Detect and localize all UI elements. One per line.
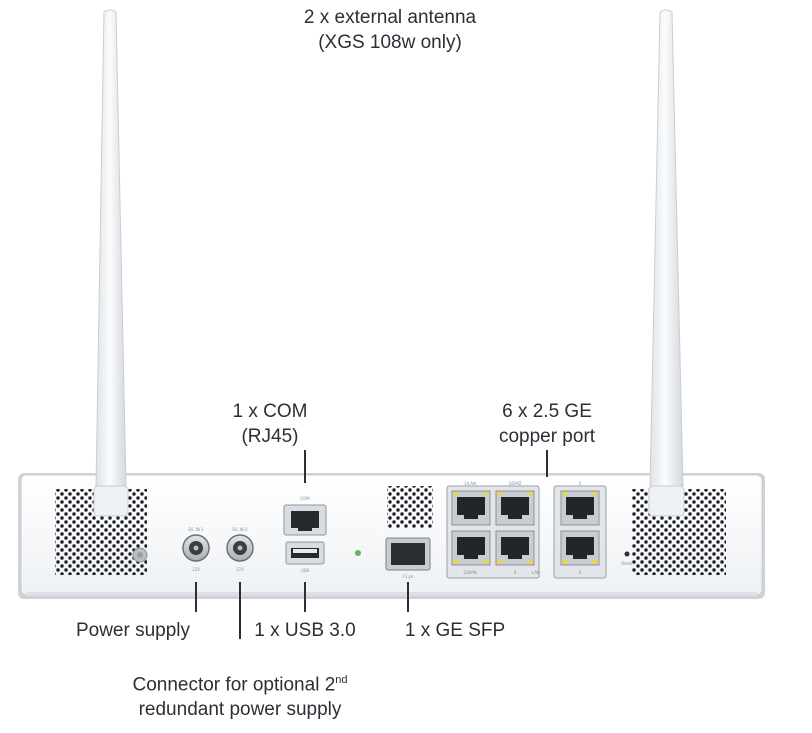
svg-text:2/WAN: 2/WAN <box>463 570 476 575</box>
ground-screw-icon <box>132 547 148 563</box>
svg-text:4: 4 <box>514 570 517 575</box>
svg-text:USB: USB <box>301 568 309 573</box>
svg-text:6: 6 <box>579 570 582 575</box>
copper-port-block-left: 1/LAN 3/DMZ 2/WAN 4 LAN <box>446 481 540 579</box>
svg-text:1/LAN: 1/LAN <box>464 481 476 486</box>
svg-text:5: 5 <box>579 481 582 486</box>
status-led <box>355 550 361 556</box>
antenna-right <box>648 9 685 517</box>
com-callout-line1: 1 x COM <box>232 401 308 422</box>
power-supply-leader-line <box>195 582 197 612</box>
copper-port-4 <box>451 530 491 566</box>
redundant-power-callout-line1: Connector for optional 2nd <box>100 668 380 697</box>
com-callout: 1 x COM (RJ45) <box>200 399 340 449</box>
dc-in-2-connector: DC IN 2 12V <box>226 527 254 572</box>
svg-text:F1 pn: F1 pn <box>402 574 414 579</box>
svg-text:3/DMZ: 3/DMZ <box>508 481 521 486</box>
usb-callout: 1 x USB 3.0 <box>254 620 356 641</box>
svg-text:12V: 12V <box>192 567 200 572</box>
antenna-callout: 2 x external antenna (XGS 108w only) <box>240 5 540 55</box>
redundant-power-leader-line <box>239 582 241 639</box>
copper-port-callout: 6 x 2.5 GE copper port <box>467 399 627 449</box>
usb-leader-line <box>304 582 306 612</box>
svg-text:DC IN 2: DC IN 2 <box>232 527 248 532</box>
antenna-left <box>93 9 129 517</box>
redundant-power-callout-line2: redundant power supply <box>138 699 342 721</box>
sfp-leader-line <box>407 582 409 612</box>
com-leader-line <box>304 450 306 483</box>
copper-port-1 <box>451 490 491 526</box>
svg-text:12V: 12V <box>236 567 244 572</box>
copper-port-5 <box>495 530 535 566</box>
copper-port-callout-line1: 6 x 2.5 GE <box>502 401 592 422</box>
com-port: COM <box>283 496 327 536</box>
antenna-callout-line2: (XGS 108w only) <box>318 32 462 53</box>
copper-port-callout-line2: copper port <box>498 426 596 447</box>
redundant-power-callout: Connector for optional 2nd redundant pow… <box>100 668 380 722</box>
copper-port-2 <box>495 490 535 526</box>
sfp-port: F1 pn <box>385 537 431 579</box>
sfp-callout: 1 x GE SFP <box>404 620 506 641</box>
svg-text:COM: COM <box>300 496 310 501</box>
com-callout-line2: (RJ45) <box>241 426 299 447</box>
reset-button: Reset <box>621 551 633 566</box>
svg-text:Reset: Reset <box>621 561 633 566</box>
redundant-power-text: Connector for optional 2 <box>132 674 336 696</box>
copper-port-leader-line <box>546 450 548 477</box>
antenna-callout-line1: 2 x external antenna <box>303 7 477 28</box>
svg-text:LAN: LAN <box>532 570 540 575</box>
svg-text:DC IN 1: DC IN 1 <box>188 527 204 532</box>
dc-in-1-connector: DC IN 1 12V <box>182 527 210 572</box>
vent-grill-middle <box>387 486 433 528</box>
copper-port-3 <box>560 490 600 526</box>
power-supply-callout: Power supply <box>75 620 191 641</box>
copper-port-6 <box>560 530 600 566</box>
copper-port-block-right: 5 6 <box>553 481 607 579</box>
usb-port: USB <box>285 541 325 573</box>
redundant-power-superscript: nd <box>335 674 348 686</box>
